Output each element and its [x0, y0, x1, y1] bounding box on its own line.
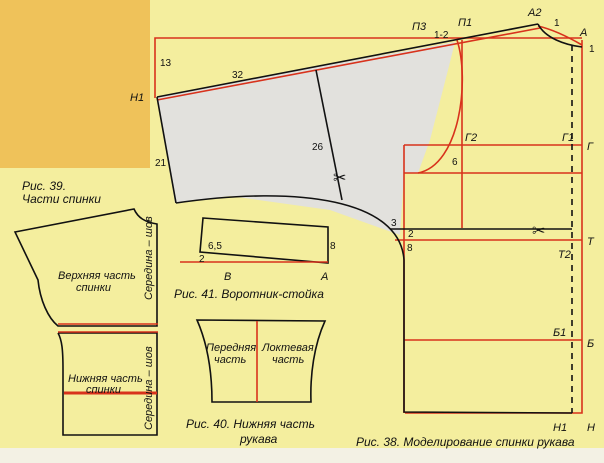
point-t: Т [587, 236, 595, 248]
dim-21: 21 [155, 158, 167, 169]
shoulder-line [156, 23, 539, 98]
collar-dim-6-5: 6,5 [208, 241, 222, 252]
point-p1: П1 [458, 17, 472, 29]
svg-text:✂: ✂ [532, 223, 545, 240]
armhole-curve [417, 39, 464, 174]
cap-curve [537, 23, 583, 48]
fig38-caption: Рис. 38. Моделирование спинки рукава [356, 435, 575, 449]
dim-1-2: 1-2 [434, 30, 449, 41]
shoulder-red-line [156, 27, 541, 101]
fig38-sleeve-back: ✂ ✂ 13 32 26 21 6 3 2 8 1-2 1 1 П3 П1 А2… [130, 7, 595, 449]
lower-label-1: Нижняя часть [68, 373, 143, 385]
lower-label-2: спинки [86, 384, 121, 396]
svg-text:✂: ✂ [333, 170, 346, 187]
dim-1b: 1 [589, 44, 595, 55]
point-b: Б [587, 338, 594, 350]
point-h1: Н1 [553, 422, 567, 434]
point-p3: П3 [412, 21, 427, 33]
decorative-orange-block [0, 0, 150, 168]
fig39-caption-1: Рис. 39. [22, 179, 66, 193]
seam-label-upper: Середина – шов [143, 216, 155, 300]
collar-piece [199, 217, 329, 264]
collar-point-a: А [320, 271, 328, 283]
dim-1a: 1 [554, 18, 560, 29]
point-a: А [579, 27, 587, 39]
left-edge [156, 96, 177, 204]
collar-dim-2: 2 [199, 254, 205, 265]
scissors-icon: ✂ [532, 223, 545, 240]
collar-dim-8: 8 [330, 241, 336, 252]
cap-curve-red [537, 25, 583, 46]
fig40-caption-1: Рис. 40. Нижняя часть [186, 417, 315, 431]
scissors-icon: ✂ [333, 170, 346, 187]
front-label-1: Передняя [206, 342, 256, 354]
upper-label-1: Верхняя часть [58, 270, 136, 282]
upper-label-2: спинки [76, 282, 111, 294]
dim-2: 2 [408, 229, 414, 240]
dim-6: 6 [452, 157, 458, 168]
collar-point-b: В [224, 271, 231, 283]
cut-line-26 [315, 69, 343, 201]
point-h1-left: Н1 [130, 92, 144, 104]
point-b1: Б1 [553, 327, 566, 339]
point-g2: Г2 [465, 132, 477, 144]
page-margin [0, 448, 604, 463]
dim-8: 8 [407, 243, 413, 254]
shaded-back-sleeve [157, 42, 455, 235]
point-t2: Т2 [558, 249, 571, 261]
fig41-caption: Рис. 41. Воротник-стойка [174, 287, 324, 301]
fig39-caption-2: Части спинки [22, 192, 101, 206]
point-h: Н [587, 422, 595, 434]
lower-back-piece [57, 332, 158, 436]
fig40-lower-sleeve: Передняя часть Локтевая часть Рис. 40. Н… [186, 319, 327, 446]
point-a2: А2 [527, 7, 541, 19]
upper-back-piece [13, 208, 158, 327]
seam-label-lower: Середина – шов [143, 346, 155, 430]
dim-26: 26 [312, 142, 324, 153]
dim-13: 13 [160, 58, 172, 69]
lower-contour [175, 195, 573, 414]
lower-sleeve-piece [195, 319, 327, 403]
fig39-back-parts: Рис. 39. Части спинки Верхняя часть спин… [13, 179, 158, 436]
elbow-label-2: часть [272, 354, 304, 366]
fig41-collar: 6,5 2 8 В А Рис. 41. Воротник-стойка [174, 217, 336, 301]
front-label-2: часть [214, 354, 246, 366]
point-g: Г [587, 141, 594, 153]
point-g1: Г1 [562, 132, 574, 144]
elbow-label-1: Локтевая [261, 342, 314, 354]
dim-3: 3 [391, 218, 397, 229]
top-construction-line [154, 37, 582, 98]
dim-32: 32 [232, 70, 244, 81]
fig40-caption-2: рукава [239, 432, 278, 446]
